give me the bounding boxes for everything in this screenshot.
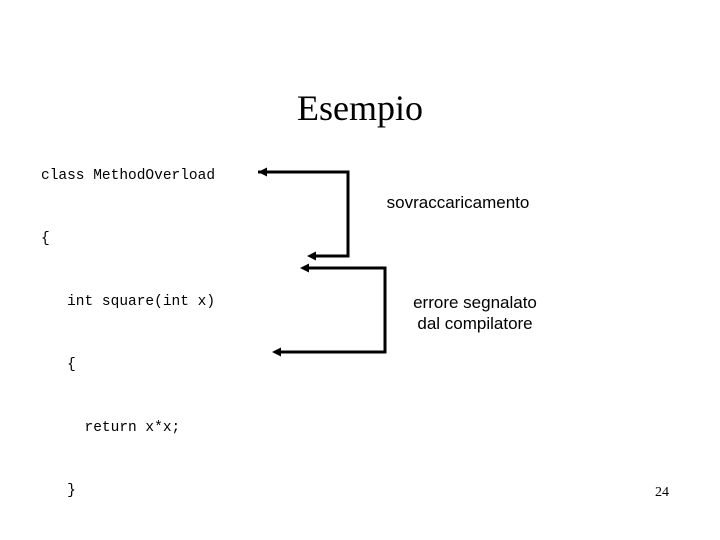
code-line: int square(int x) xyxy=(41,294,216,310)
annotation-overloading: sovraccaricamento xyxy=(386,193,530,212)
page-title: Esempio xyxy=(297,88,423,128)
code-line: class MethodOverload xyxy=(41,168,216,184)
code-listing: class MethodOverload { int square(int x)… xyxy=(41,124,371,540)
code-line: { xyxy=(41,231,50,247)
code-line: { xyxy=(41,357,76,373)
code-line: } xyxy=(41,483,76,499)
code-line: return x*x; xyxy=(41,420,181,436)
annotation-compiler-error: errore segnalato dal compilatore xyxy=(380,292,570,334)
annotation-compiler-error-line1: errore segnalato xyxy=(413,293,537,312)
annotation-compiler-error-line2: dal compilatore xyxy=(417,314,533,333)
page-number: 24 xyxy=(655,485,669,500)
